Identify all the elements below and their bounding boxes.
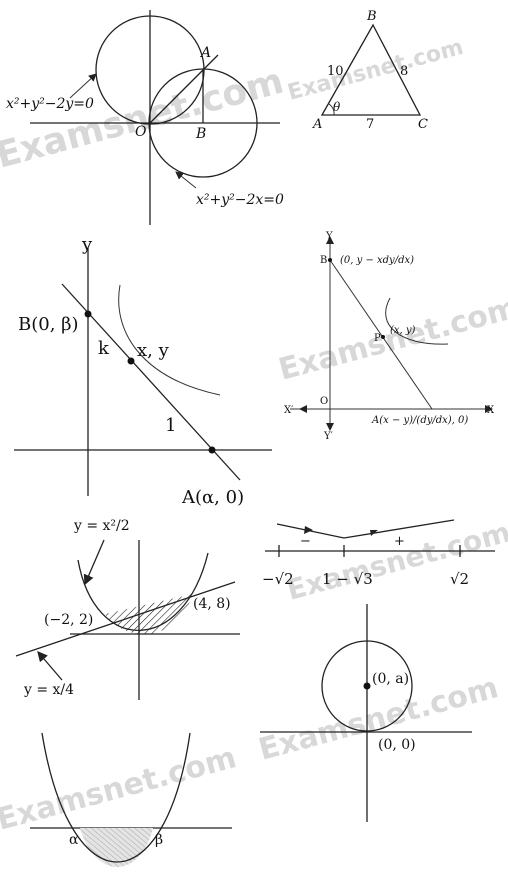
x-axis-label: X (487, 405, 495, 416)
point-b-label: B(0, β) (18, 314, 79, 335)
point-b-dot (84, 310, 92, 318)
intersection-right: (4, 8) (193, 596, 231, 612)
sign-minus: − (300, 534, 311, 549)
line-equation: y = x/4 (23, 682, 74, 698)
arrow-left-equation (69, 73, 97, 99)
side-ac-length: 7 (366, 117, 374, 132)
line (15, 581, 236, 657)
parabola-equation: y = x²/2 (73, 518, 130, 534)
angle-arc (328, 103, 335, 116)
sign-path (276, 519, 455, 539)
watermark: Examsnet.com (0, 740, 240, 838)
point-p-dot (127, 357, 135, 365)
x-axis-neg-label: X′ (284, 405, 294, 416)
point-b-coordinate: (0, y − xdy/dx) (340, 255, 414, 266)
point-p-coordinate: (x, y) (390, 325, 416, 336)
arrowhead-right (370, 530, 378, 536)
tick-label-1: −√2 (262, 570, 294, 588)
sign-plus: + (394, 534, 405, 549)
panel-tangent-intercepts: y B(0, β) x, y A(α, 0) k 1 (14, 234, 272, 508)
angle-theta-label: θ (333, 100, 341, 114)
circle-left (95, 15, 205, 125)
point-p-dot (381, 335, 385, 339)
panel-parabola-line: y = x²/2 y = x/4 (−2, 2) (4, 8) (15, 518, 240, 700)
tick-label-2: 1 − √3 (322, 570, 373, 588)
root-alpha-label: α (69, 832, 79, 848)
point-p-label: x, y (137, 340, 170, 361)
circle-left-equation: x²+y²−2y=0 (6, 96, 94, 112)
panel-sign-number-line: −√2 1 − √3 √2 − + (262, 519, 495, 588)
parabola (41, 732, 191, 863)
arrow-right-equation (175, 171, 197, 189)
panel-triangle: B A C 10 8 7 θ (312, 9, 428, 132)
watermark: Examsnet.com (285, 35, 466, 106)
circle-right-equation: x²+y²−2x=0 (196, 192, 284, 208)
y-axis-label: Y (325, 231, 333, 242)
origin-label: (0, 0) (378, 737, 416, 753)
y-axis-label: y (81, 234, 93, 255)
point-b-label: B (320, 255, 327, 266)
point-b-dot (328, 258, 332, 262)
point-a-dot (208, 446, 216, 454)
watermarks: Examsnet.com Examsnet.com Examsnet.com E… (0, 35, 508, 838)
vertex-a-label: A (312, 117, 322, 132)
point-b-label: B (195, 126, 206, 142)
side-bc-length: 8 (400, 64, 408, 79)
parabola (77, 552, 209, 632)
line-oa (149, 54, 219, 124)
watermark: Examsnet.com (275, 290, 508, 388)
vertex-b-label: B (366, 9, 377, 24)
curve (118, 284, 221, 396)
circle (321, 640, 413, 732)
curve (385, 297, 449, 345)
segment-1-label: 1 (165, 415, 176, 436)
center-label: (0, a) (372, 671, 409, 687)
watermark: Examsnet.com (0, 61, 288, 177)
point-a-label: A (199, 45, 211, 61)
arrow-parabola-equation (83, 539, 105, 586)
panel-circle-tangent: (0, a) (0, 0) (260, 604, 472, 822)
side-ab-length: 10 (327, 64, 344, 79)
shaded-hatch (80, 828, 153, 867)
intersection-left: (−2, 2) (44, 612, 93, 628)
y-axis-neg-label: Y′ (323, 431, 334, 442)
segment-k-label: k (98, 338, 110, 359)
center-dot (363, 682, 371, 690)
point-a-label: A(α, 0) (181, 487, 244, 508)
root-beta-label: β (155, 832, 163, 848)
triangle-abc (320, 23, 422, 116)
vertex-c-label: C (418, 117, 428, 132)
arrowhead-left (304, 526, 313, 534)
tick-label-3: √2 (450, 570, 469, 588)
point-a-coordinate: A(x − y)/(dy/dx), 0) (371, 415, 468, 426)
origin-label: O (320, 396, 328, 407)
arrow-line-equation (37, 651, 63, 681)
panel-tangent-coordinates: Y Y′ X X′ O B (0, y − xdy/dx) P (x, y) A… (284, 231, 495, 442)
point-p-label: P (374, 333, 381, 344)
circle-right (148, 68, 258, 178)
point-o-label: O (135, 124, 147, 140)
panel-parabola-roots: α β (30, 732, 232, 867)
panel-two-circles: A O B x²+y²−2y=0 x²+y²−2x=0 (6, 10, 284, 225)
tangent-line (329, 259, 433, 410)
